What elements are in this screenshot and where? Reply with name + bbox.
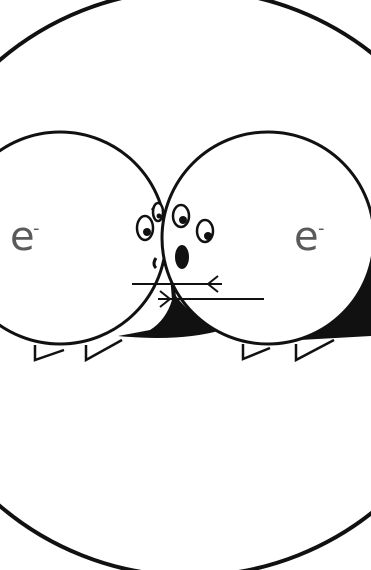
- left-mouth: [152, 257, 158, 270]
- right-electron-charge: -: [318, 218, 325, 239]
- right-electron: e -: [160, 130, 371, 346]
- surprised-mouth: [175, 245, 189, 269]
- arrow-right-icon: [159, 290, 172, 308]
- left-electron-charge: -: [33, 218, 40, 239]
- right-electron-body: [160, 130, 371, 346]
- left-electron-symbol: e: [10, 214, 35, 260]
- svg-text:e: e: [294, 214, 319, 260]
- right-eye-1: [171, 203, 191, 229]
- right-foot-2: [294, 338, 335, 363]
- right-electron-symbol: e: [294, 214, 319, 260]
- svg-text:-: -: [33, 218, 40, 239]
- right-electron-feet: [241, 338, 335, 363]
- left-electron-feet: [33, 338, 123, 363]
- left-eye-1: [135, 214, 155, 242]
- left-foot-2: [84, 338, 123, 363]
- left-electron: e -: [0, 130, 168, 346]
- right-electron-face: [171, 203, 215, 269]
- left-eye-2: [151, 201, 165, 223]
- repulsion-arrows: [132, 275, 264, 308]
- left-electron-face: [135, 201, 165, 270]
- svg-text:-: -: [318, 218, 325, 239]
- right-electron-shadow: [300, 268, 371, 340]
- arrow-left-icon: [206, 275, 219, 293]
- svg-text:e: e: [10, 214, 35, 260]
- left-foot-1: [33, 345, 65, 362]
- right-foot-1: [241, 344, 271, 361]
